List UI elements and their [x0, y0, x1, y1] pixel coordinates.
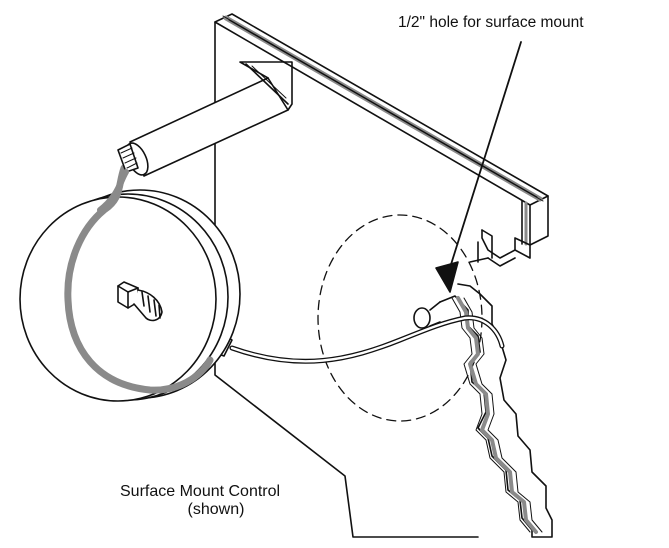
figure-caption: Surface Mount Control (shown): [116, 483, 316, 519]
callout-arrow: [435, 41, 522, 293]
panel-right-edge: [529, 195, 549, 246]
torn-edge-stripe: [456, 296, 538, 534]
adjustment-stem-icon: [117, 281, 163, 322]
sensing-bulb: [97, 61, 293, 213]
caption-line-2: (shown): [187, 501, 245, 518]
control-dial: [19, 164, 241, 402]
mounting-panel: [214, 13, 549, 538]
callout-label: 1/2" hole for surface mount: [398, 14, 584, 31]
panel-notch: [481, 229, 531, 259]
surface-mount-hole: [413, 307, 431, 329]
caption-line-1: Surface Mount Control: [120, 483, 281, 500]
